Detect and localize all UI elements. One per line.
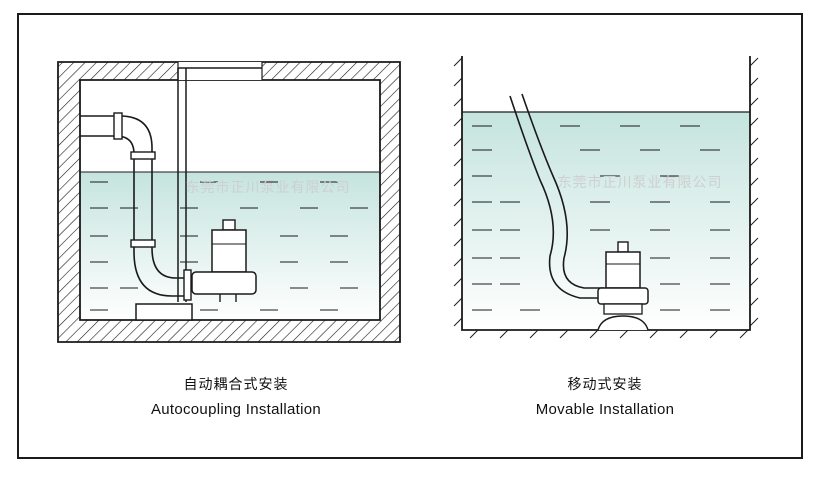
left-watermark: 东莞市正川泵业有限公司 bbox=[186, 179, 351, 196]
right-water-dashes bbox=[472, 125, 730, 311]
movable-diagram: 东莞市正川泵业有限公司 bbox=[453, 56, 759, 339]
right-watermark: 东莞市正川泵业有限公司 bbox=[558, 174, 723, 191]
right-caption-en: Movable Installation bbox=[535, 401, 675, 418]
left-caption-en: Autocoupling Installation bbox=[150, 401, 322, 418]
outer-frame bbox=[17, 13, 803, 459]
autocoupling-diagram: 东莞市正川泵业有限公司 bbox=[57, 61, 401, 343]
submersible-pump-left bbox=[191, 219, 257, 302]
flexible-hose bbox=[509, 95, 604, 299]
left-caption-cn: 自动耦合式安装 bbox=[183, 377, 289, 393]
left-pit-walls bbox=[57, 61, 401, 343]
left-water-dashes bbox=[90, 181, 368, 311]
tank-hatch bbox=[453, 57, 759, 339]
right-caption-cn: 移动式安装 bbox=[567, 377, 643, 393]
discharge-pipe bbox=[80, 115, 186, 279]
submersible-pump-right bbox=[597, 241, 649, 331]
coupling-base bbox=[135, 303, 193, 321]
